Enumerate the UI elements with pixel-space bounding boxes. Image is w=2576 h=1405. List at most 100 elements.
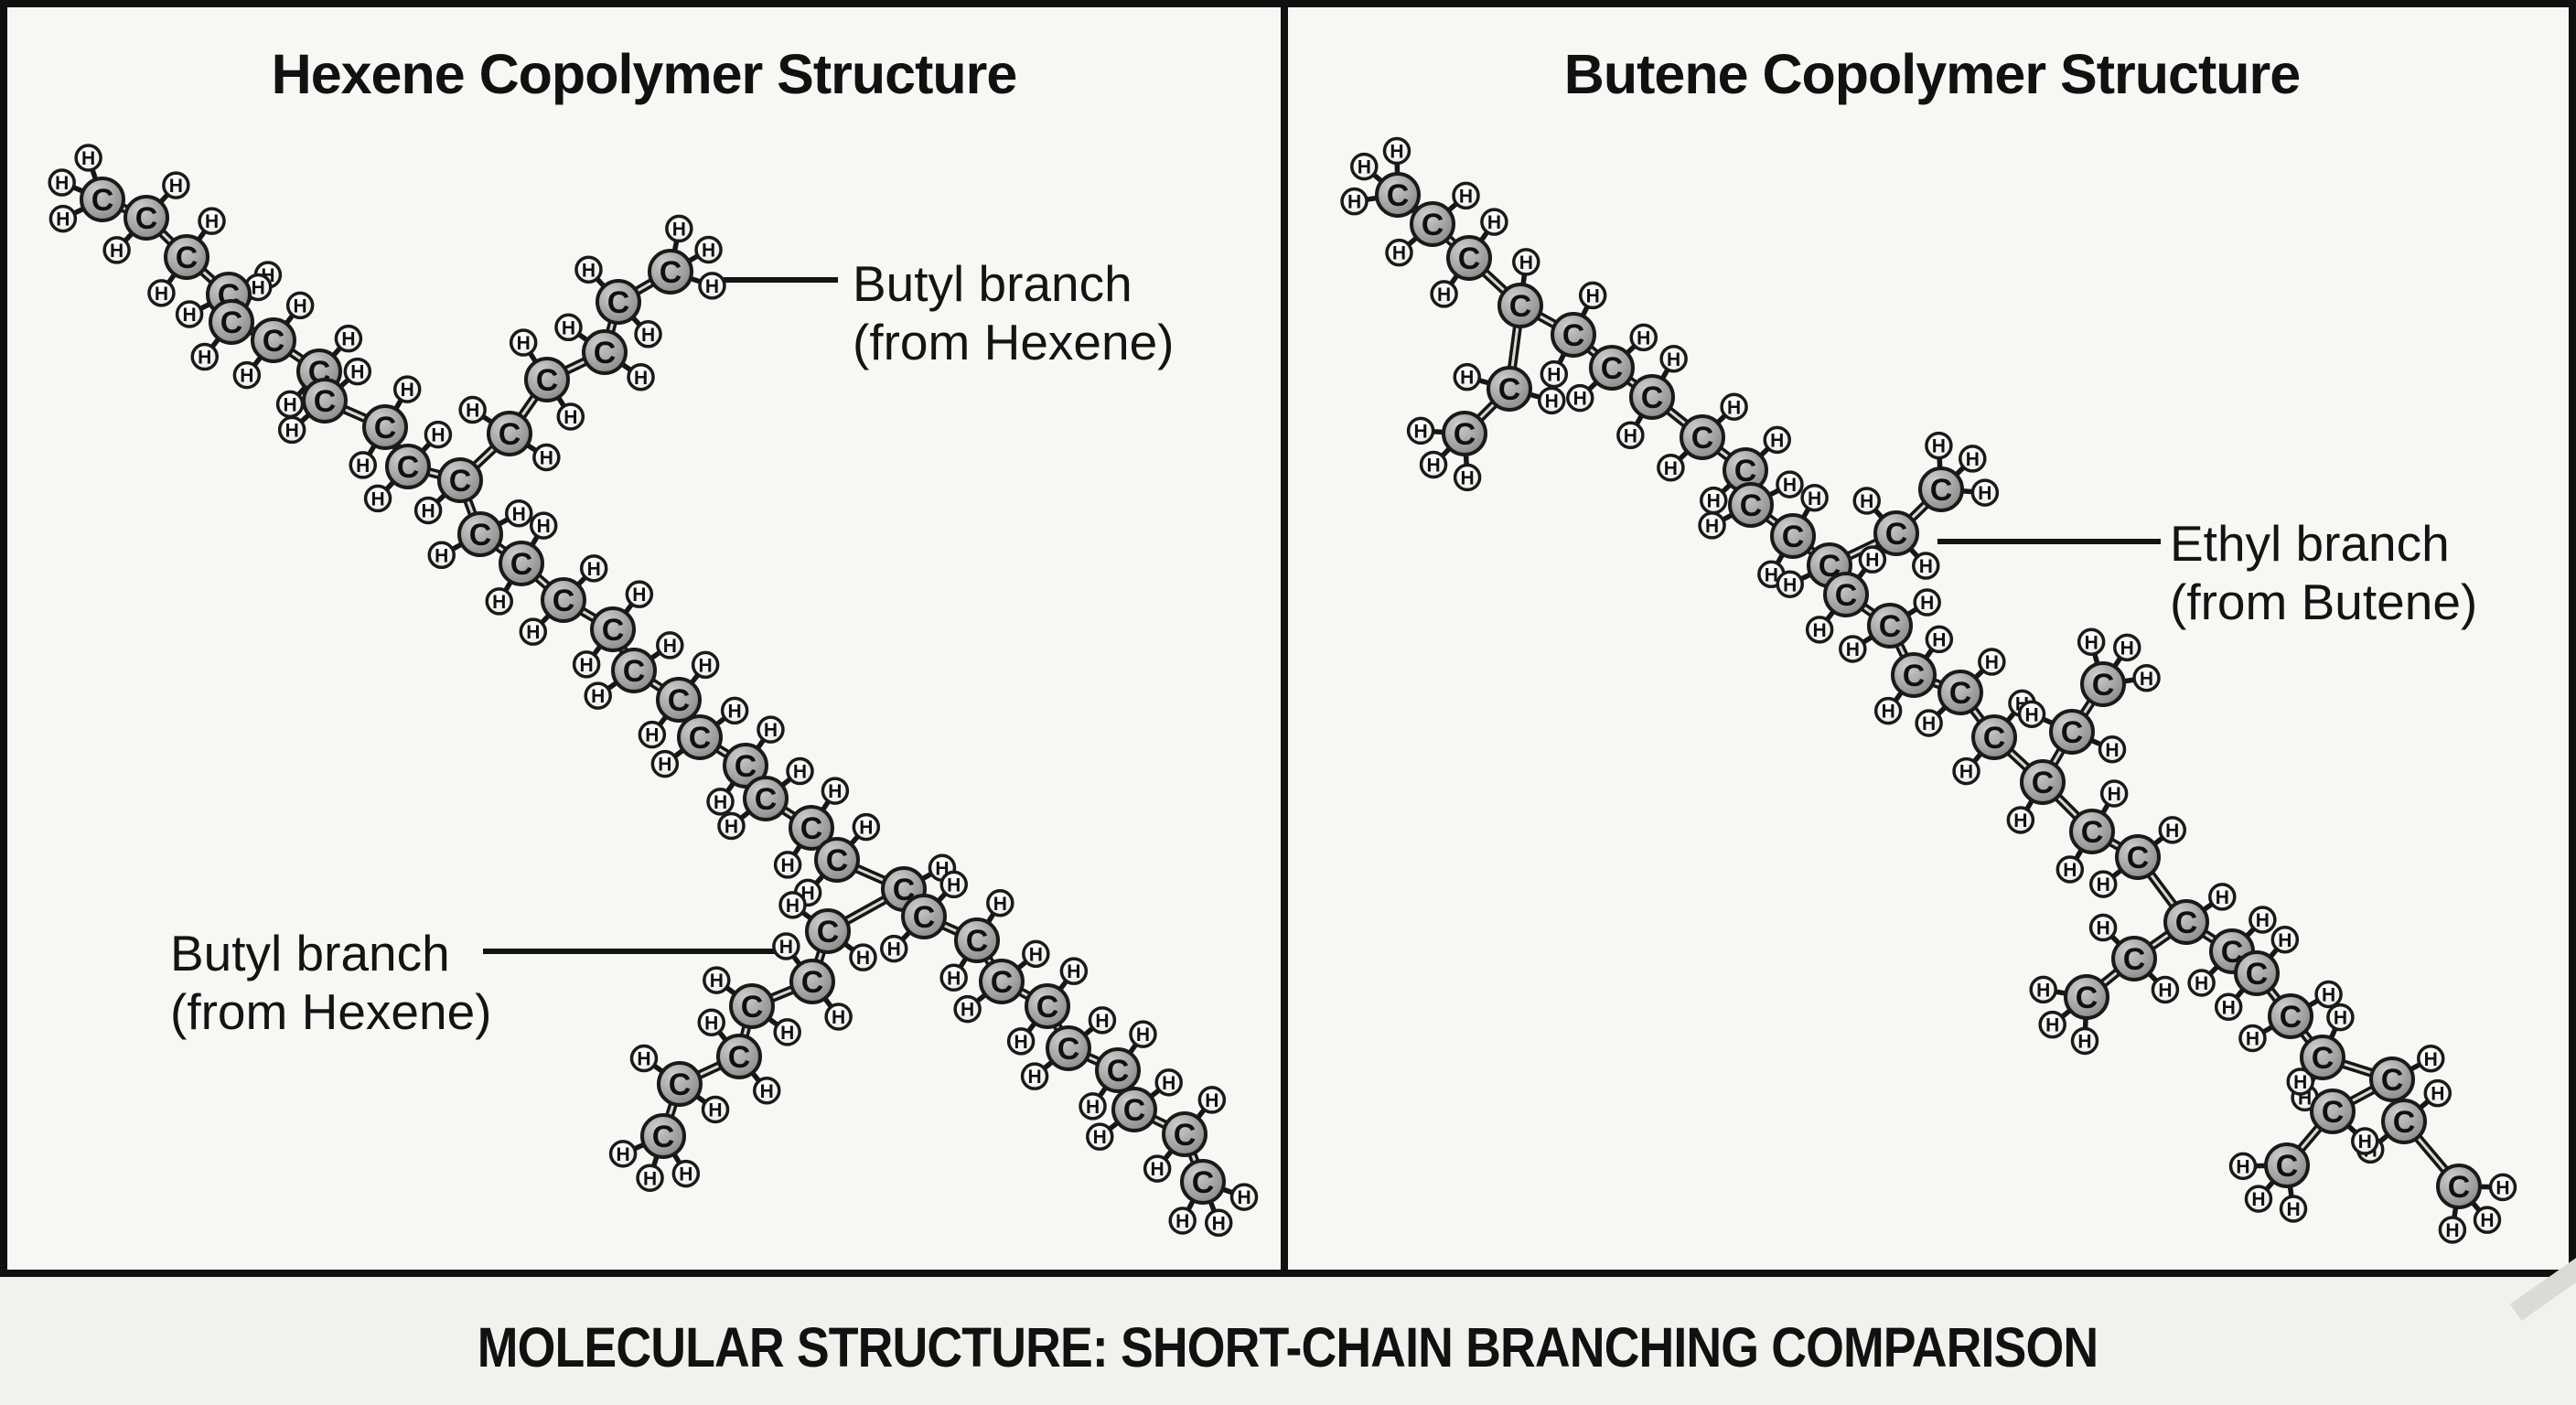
hydrogen-atom xyxy=(198,207,226,235)
hydrogen-atom xyxy=(1480,208,1508,236)
hydrogen-symbol: H xyxy=(1624,425,1637,446)
hydrogen-symbol: H xyxy=(582,260,596,281)
hydrogen-atom xyxy=(665,214,693,243)
carbon-atom xyxy=(1918,467,1964,512)
hydrogen-atom xyxy=(1086,1122,1114,1151)
carbon-symbol: C xyxy=(499,417,521,452)
hydrogen-atom xyxy=(2158,816,2187,844)
hydrogen-symbol: H xyxy=(887,939,901,960)
hydrogen-atom xyxy=(424,420,453,449)
hydrogen-symbol: H xyxy=(526,622,540,643)
hydrogen-atom xyxy=(1970,478,2000,507)
carbon-symbol: C xyxy=(668,683,691,718)
hydrogen-symbol: H xyxy=(1707,491,1721,512)
hydrogen-atom xyxy=(2151,975,2180,1004)
carbon-atom xyxy=(954,917,1000,963)
carbon-symbol: C xyxy=(2061,715,2084,750)
hydrogen-atom xyxy=(608,1140,638,1168)
hydrogen-symbol: H xyxy=(587,559,601,580)
carbon-atom xyxy=(499,541,544,586)
hydrogen-atom xyxy=(694,235,723,264)
hydrogen-atom xyxy=(1800,483,1829,512)
hydrogen-atom xyxy=(1629,323,1658,352)
hydrogen-atom xyxy=(2326,1003,2355,1032)
carbon-symbol: C xyxy=(602,613,625,648)
hydrogen-symbol: H xyxy=(435,545,448,566)
hydrogen-atom xyxy=(753,1077,781,1105)
hydrogen-atom xyxy=(2099,779,2129,808)
hydrogen-atom xyxy=(458,395,487,424)
hydrogen-symbol: H xyxy=(2222,997,2236,1018)
carbon-symbol: C xyxy=(397,450,420,485)
hydrogen-atom xyxy=(703,966,731,994)
hydrogen-symbol: H xyxy=(1932,436,1946,457)
carbon-symbol: C xyxy=(2127,841,2150,875)
carbon-atom xyxy=(716,1034,762,1079)
carbon-symbol: C xyxy=(755,782,778,817)
hydrogen-symbol: H xyxy=(2024,704,2038,725)
carbon-symbol: C xyxy=(2246,957,2269,992)
hydrogen-atom xyxy=(2208,883,2237,911)
hydrogen-atom xyxy=(1952,756,1980,786)
hydrogen-symbol: H xyxy=(993,894,1007,915)
carbon-symbol: C xyxy=(2448,1170,2471,1205)
hydrogen-symbol: H xyxy=(679,1164,692,1185)
hydrogen-atom xyxy=(1168,1207,1197,1235)
carbon-atom xyxy=(1046,1025,1091,1071)
carbon-atom xyxy=(729,983,775,1029)
hydrogen-symbol: H xyxy=(1727,397,1741,418)
carbon-symbol: C xyxy=(2312,1041,2334,1076)
hydrogen-atom xyxy=(1350,152,1379,181)
hydrogen-symbol: H xyxy=(786,896,800,917)
hydrogen-atom xyxy=(2228,1152,2258,1181)
hydrogen-symbol: H xyxy=(859,818,873,839)
carbon-atom xyxy=(385,444,431,489)
hydrogen-symbol: H xyxy=(1067,961,1080,982)
carbon-atom xyxy=(1728,482,1774,528)
hydrogen-symbol: H xyxy=(781,855,795,876)
hydrogen-symbol: H xyxy=(562,317,575,338)
hydrogen-symbol: H xyxy=(780,1023,794,1044)
hydrogen-symbol: H xyxy=(764,720,778,741)
hydrogen-symbol: H xyxy=(2256,910,2270,931)
hydrogen-atom xyxy=(1022,939,1050,969)
hydrogen-atom xyxy=(2423,1078,2453,1108)
carbon-atom xyxy=(2069,809,2115,854)
carbon-symbol: C xyxy=(2381,1063,2404,1098)
hydrogen-symbol: H xyxy=(341,329,355,350)
hydrogen-symbol: H xyxy=(1920,593,1934,614)
carbon-atom xyxy=(723,743,768,788)
carbon-symbol: C xyxy=(2175,906,2198,940)
carbon-symbol: C xyxy=(553,584,575,618)
hydrogen-symbol: H xyxy=(1966,449,1980,470)
carbon-atom xyxy=(164,234,209,280)
hydrogen-symbol: H xyxy=(832,1007,845,1028)
carbon-atom xyxy=(901,894,947,939)
hydrogen-symbol: H xyxy=(2251,1189,2265,1210)
hydrogen-atom xyxy=(2286,1067,2314,1096)
hydrogen-atom xyxy=(2070,1026,2099,1056)
hydrogen-atom xyxy=(1204,1208,1233,1238)
hydrogen-symbol: H xyxy=(1545,391,1559,412)
hydrogen-atom xyxy=(2488,1173,2517,1202)
hydrogen-symbol: H xyxy=(2045,1015,2059,1036)
hydrogen-atom xyxy=(757,715,785,744)
hydrogen-atom xyxy=(2314,980,2343,1009)
hydrogen-symbol: H xyxy=(155,284,168,305)
hydrogen-atom xyxy=(1925,625,1954,654)
hydrogen-atom xyxy=(363,484,392,513)
carbon-atom xyxy=(2436,1164,2482,1209)
figure-caption: MOLECULAR STRUCTURE: SHORT-CHAIN BRANCHI… xyxy=(0,1315,2576,1379)
hydrogen-symbol: H xyxy=(1846,639,1860,660)
hydrogen-atom xyxy=(1197,1086,1227,1114)
carbon-symbol: C xyxy=(2081,815,2104,850)
hydrogen-atom xyxy=(102,236,131,264)
hydrogen-symbol: H xyxy=(779,937,793,958)
hydrogen-atom xyxy=(1540,359,1569,389)
hydrogen-atom xyxy=(706,788,735,816)
carbon-symbol: C xyxy=(220,306,243,340)
hydrogen-atom xyxy=(2006,806,2035,834)
hydrogen-atom xyxy=(824,1003,853,1031)
hydrogen-atom xyxy=(1154,1068,1183,1097)
hydrogen-atom xyxy=(1406,416,1435,445)
